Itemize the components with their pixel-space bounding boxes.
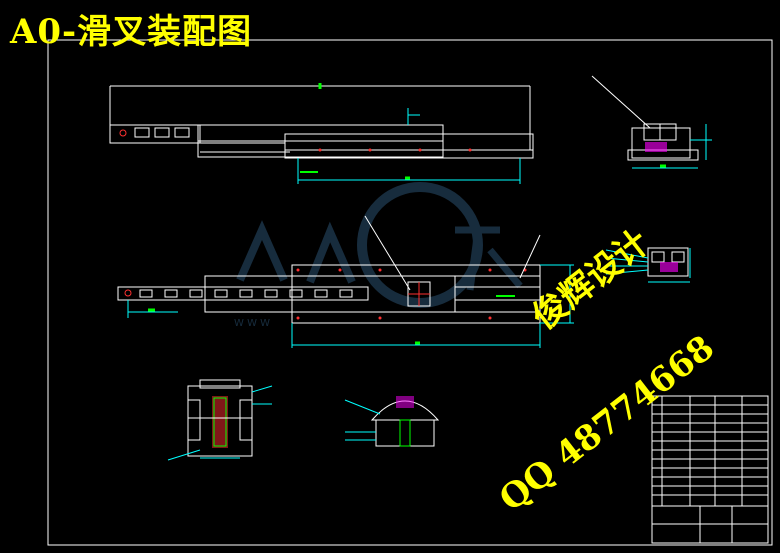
side-view-top-right <box>591 75 712 169</box>
drawing-border <box>47 39 773 546</box>
svg-text:W W W: W W W <box>234 318 270 329</box>
detail-view-middle <box>344 396 440 447</box>
top-view-assembly <box>109 83 534 184</box>
detail-view-left <box>167 379 273 461</box>
drawing-title: A0-滑叉装配图 <box>10 12 253 52</box>
right-section-view <box>605 247 691 283</box>
middle-elevation-view <box>117 215 574 348</box>
title-block <box>651 395 769 544</box>
logo-watermark: W W W <box>234 182 523 329</box>
